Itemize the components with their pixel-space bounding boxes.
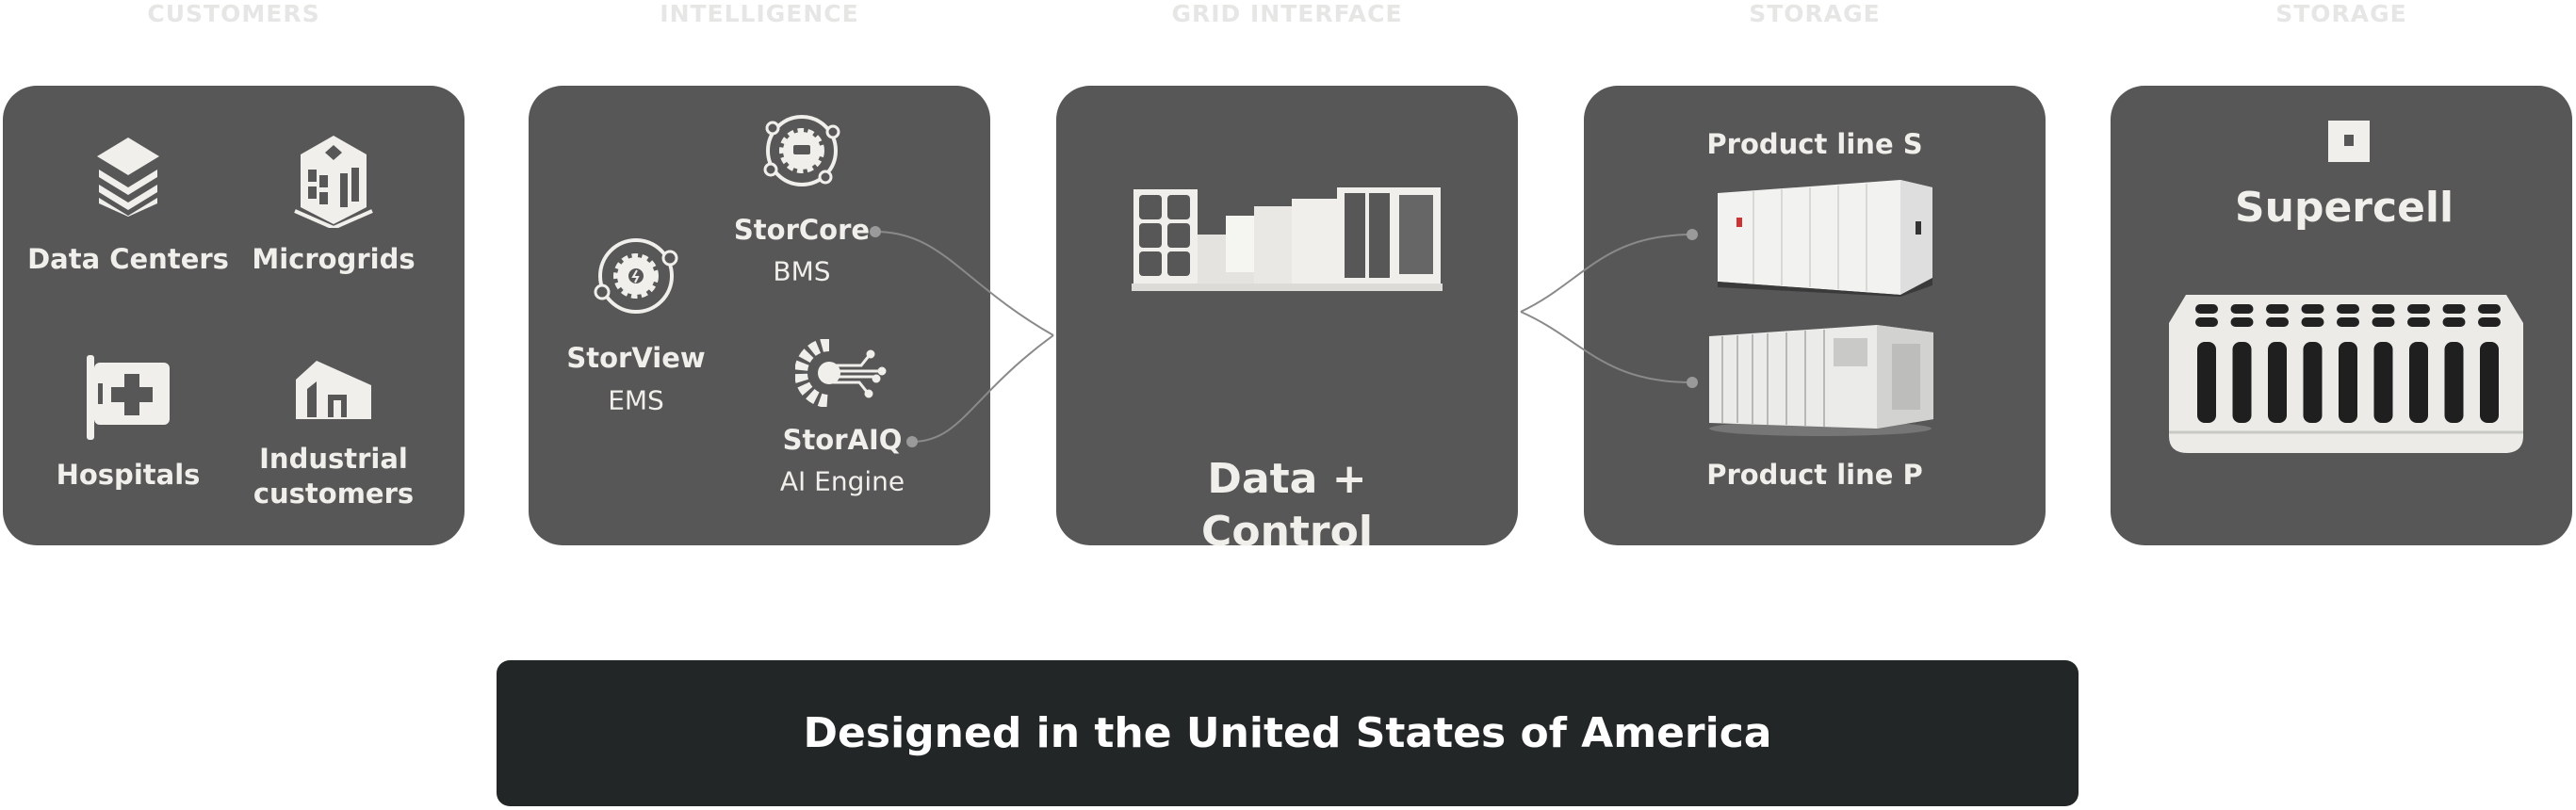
building-icon (294, 136, 373, 228)
cell-terminal (2195, 317, 2218, 327)
stacked-layers-icon (97, 138, 159, 217)
header-storage: STORAGE (1749, 0, 1881, 27)
grid-title: Data + Control (1201, 453, 1373, 559)
cell-terminal (2195, 304, 2218, 314)
cell-terminal (2442, 304, 2466, 314)
cell-slot (2480, 342, 2499, 423)
hospital-cross-icon (87, 355, 170, 440)
footer-text: Designed in the United States of America (803, 709, 1772, 757)
cell-terminal (2266, 304, 2289, 314)
gear-bolt-icon (594, 238, 678, 314)
supercell-card: Supercell (2111, 86, 2572, 545)
customer-label-hospitals: Hospitals (56, 459, 201, 491)
cell-slot (2303, 342, 2323, 423)
storview-name: StorView (566, 342, 706, 374)
cell-slot (2444, 342, 2464, 423)
cell-slot (2268, 342, 2287, 423)
gear-circuit-icon (795, 339, 887, 407)
cell-terminal (2478, 304, 2501, 314)
cell-terminal (2407, 304, 2430, 314)
supercell-title: Supercell (2234, 184, 2454, 232)
gear-battery-icon (763, 115, 840, 186)
storage-products-card: Product line S Product line P (1584, 86, 2046, 545)
storaiq-name: StorAIQ (782, 424, 903, 456)
customer-label-industrial: Industrial customers (253, 443, 415, 510)
cell-slot (2373, 342, 2393, 423)
cell-slot (2339, 342, 2357, 423)
cell-terminal (2372, 317, 2395, 327)
cell-terminal (2230, 304, 2254, 314)
storview-subtitle: EMS (608, 384, 664, 416)
cell-terminal (2301, 304, 2324, 314)
product-line-p-label: Product line P (1706, 459, 1923, 491)
cell-slot (2409, 342, 2428, 423)
intelligence-card: StorCore BMS StorView EMS StorAIQ AI Eng… (529, 86, 990, 545)
cell-terminal (2407, 317, 2430, 327)
cell-terminal (2301, 317, 2324, 327)
product-line-p-container-image (1709, 325, 1933, 436)
cell-slot (2197, 342, 2216, 423)
cell-terminal (2266, 317, 2289, 327)
product-line-s-label: Product line S (1706, 128, 1923, 160)
product-line-s-container-image (1718, 180, 1932, 297)
customers-card: Data Centers Microgrids Hospitals Indust… (3, 86, 465, 545)
customer-label-data-centers: Data Centers (27, 243, 229, 275)
storcore-subtitle: BMS (773, 255, 831, 287)
storcore-name: StorCore (733, 214, 871, 246)
header-customers: CUSTOMERS (147, 0, 320, 27)
cell-terminal (2337, 304, 2359, 314)
grid-interface-card: Data + Control (1056, 86, 1518, 556)
customer-label-microgrids: Microgrids (252, 243, 416, 275)
grid-title-line1: Data + (1207, 455, 1367, 503)
header-intelligence: INTELLIGENCE (660, 0, 859, 27)
cell-terminal (2442, 317, 2466, 327)
grid-title-line2: Control (1201, 508, 1373, 556)
header-storage-supercell: STORAGE (2275, 0, 2407, 27)
power-equipment-illustration (1132, 187, 1443, 291)
cell-terminal (2230, 317, 2254, 327)
cell-terminal (2478, 317, 2501, 327)
factory-icon (296, 361, 371, 419)
cell-slot (2232, 342, 2252, 423)
battery-cell-module-image (2169, 295, 2523, 453)
square-logo-icon (2328, 121, 2370, 162)
cell-terminal (2372, 304, 2395, 314)
storaiq-subtitle: AI Engine (779, 465, 905, 497)
cell-terminal (2337, 317, 2359, 327)
footer-banner: Designed in the United States of America (497, 660, 2079, 806)
header-grid-interface: GRID INTERFACE (1171, 0, 1403, 27)
